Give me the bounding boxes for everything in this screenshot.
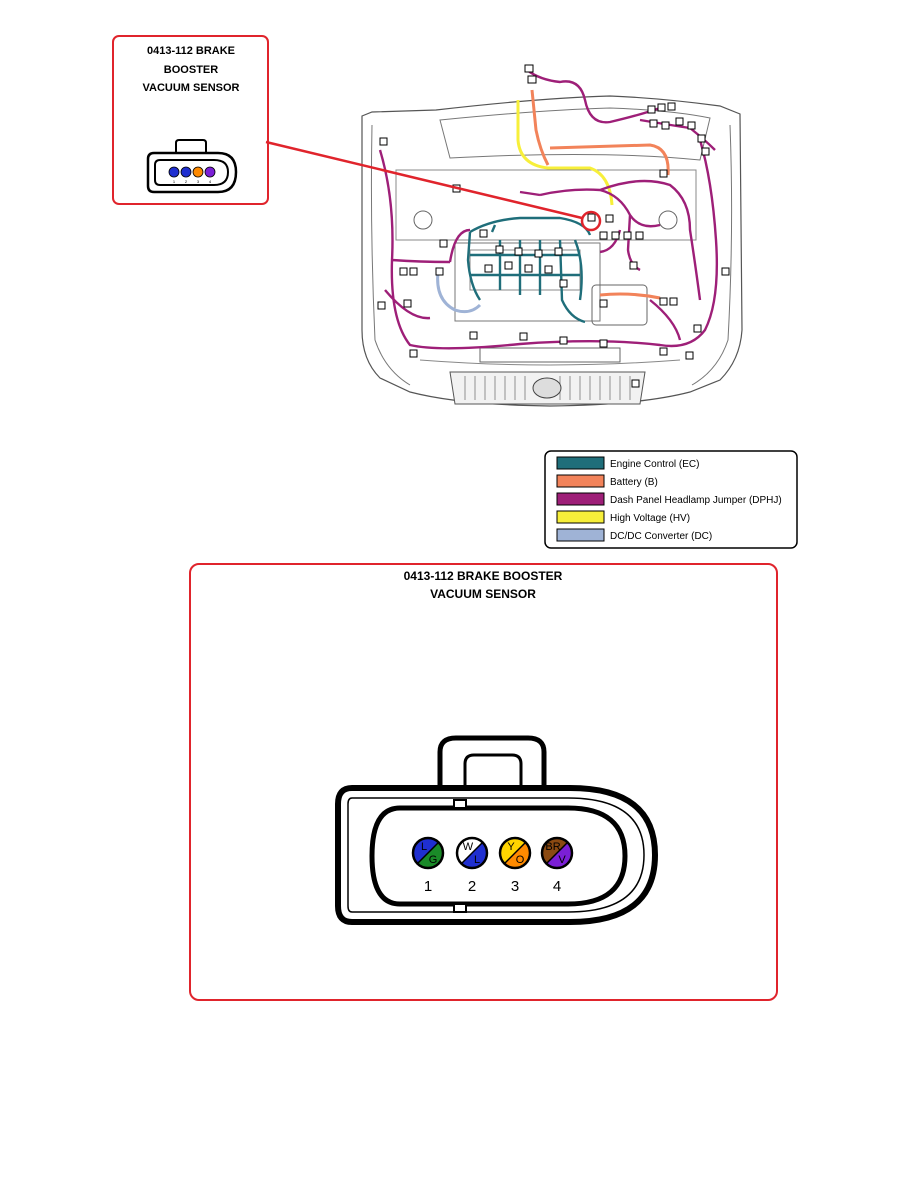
callout-title-line-1: 0413-112 BRAKE	[147, 45, 235, 57]
svg-text:3: 3	[197, 179, 200, 184]
pin-divider	[545, 841, 569, 865]
legend-frame	[544, 450, 798, 549]
pin-bottom-code: L	[474, 854, 480, 866]
pin-number: 1	[424, 878, 432, 895]
callout-title-line-2: BOOSTER	[164, 64, 218, 76]
pin-divider	[503, 841, 527, 865]
pin-number: 4	[553, 878, 561, 895]
pin-bottom-half	[461, 842, 487, 868]
pin-4: BRV 4	[540, 836, 574, 895]
callout-frame	[112, 35, 269, 205]
pin-bottom-half	[417, 842, 443, 868]
harness-ec	[466, 216, 592, 324]
pin-outline	[411, 836, 445, 870]
callout-title-line-3: VACUUM SENSOR	[143, 82, 240, 94]
detail-title-line-2: VACUUM SENSOR	[430, 587, 536, 601]
legend-label: DC/DC Converter (DC)	[610, 531, 712, 542]
svg-text:1: 1	[173, 179, 176, 184]
legend-swatch	[556, 492, 605, 506]
connector-latch	[437, 735, 547, 790]
callout-connector-icon: 1 2 3 4	[146, 139, 238, 194]
pin-3: YO 3	[498, 836, 532, 895]
pin-bottom-code: V	[558, 854, 566, 866]
callout-box: 0413-112 BRAKE BOOSTER VACUUM SENSOR 1 2…	[112, 35, 269, 205]
detail-title-line-1: 0413-112 BRAKE BOOSTER	[404, 569, 563, 583]
pin-bottom-half	[504, 842, 530, 868]
pin-outline	[540, 836, 574, 870]
sensor-location-marker	[580, 210, 602, 232]
harness-legend: Engine Control (EC) Battery (B) Dash Panel…	[544, 450, 798, 549]
harness-battery	[530, 89, 670, 300]
legend-label: Battery (B)	[610, 477, 658, 488]
pin-bottom-half	[546, 842, 572, 868]
connector-detail-box: 0413-112 BRAKE BOOSTER VACUUM SENSOR LG1…	[189, 563, 778, 1001]
pin-outline	[498, 836, 532, 870]
pin-number: 3	[511, 878, 519, 895]
svg-text:4: 4	[209, 179, 212, 184]
legend-label: High Voltage (HV)	[610, 513, 690, 524]
callout-leader-line	[265, 140, 583, 220]
engine-bay-diagram	[265, 64, 743, 407]
legend-swatch	[556, 528, 605, 542]
legend-swatch	[556, 456, 605, 470]
pin-bottom-code: O	[516, 854, 525, 866]
svg-text:2: 2	[185, 179, 188, 184]
pin-divider	[460, 841, 484, 865]
pin-top-code: Y	[507, 841, 515, 853]
legend-swatch	[556, 474, 605, 488]
vehicle-body-outline	[361, 95, 743, 407]
pin-number: 2	[468, 878, 476, 895]
pin-top-code: BR	[545, 841, 560, 853]
pin-top-code: L	[421, 841, 427, 853]
detail-frame	[189, 563, 778, 1001]
harness-dcdc	[436, 271, 482, 314]
pin-2: WL 2	[455, 836, 489, 895]
pin-outline	[455, 836, 489, 870]
pin-bottom-code: G	[429, 854, 438, 866]
legend-label: Engine Control (EC)	[610, 459, 699, 470]
pin-1: LG 1	[411, 836, 445, 895]
pin-top-code: W	[463, 841, 474, 853]
legend-swatch	[556, 510, 605, 524]
connector-inner-cavity	[369, 805, 628, 907]
pin-divider	[416, 841, 440, 865]
legend-label: Dash Panel Headlamp Jumper (DPHJ)	[610, 495, 782, 506]
